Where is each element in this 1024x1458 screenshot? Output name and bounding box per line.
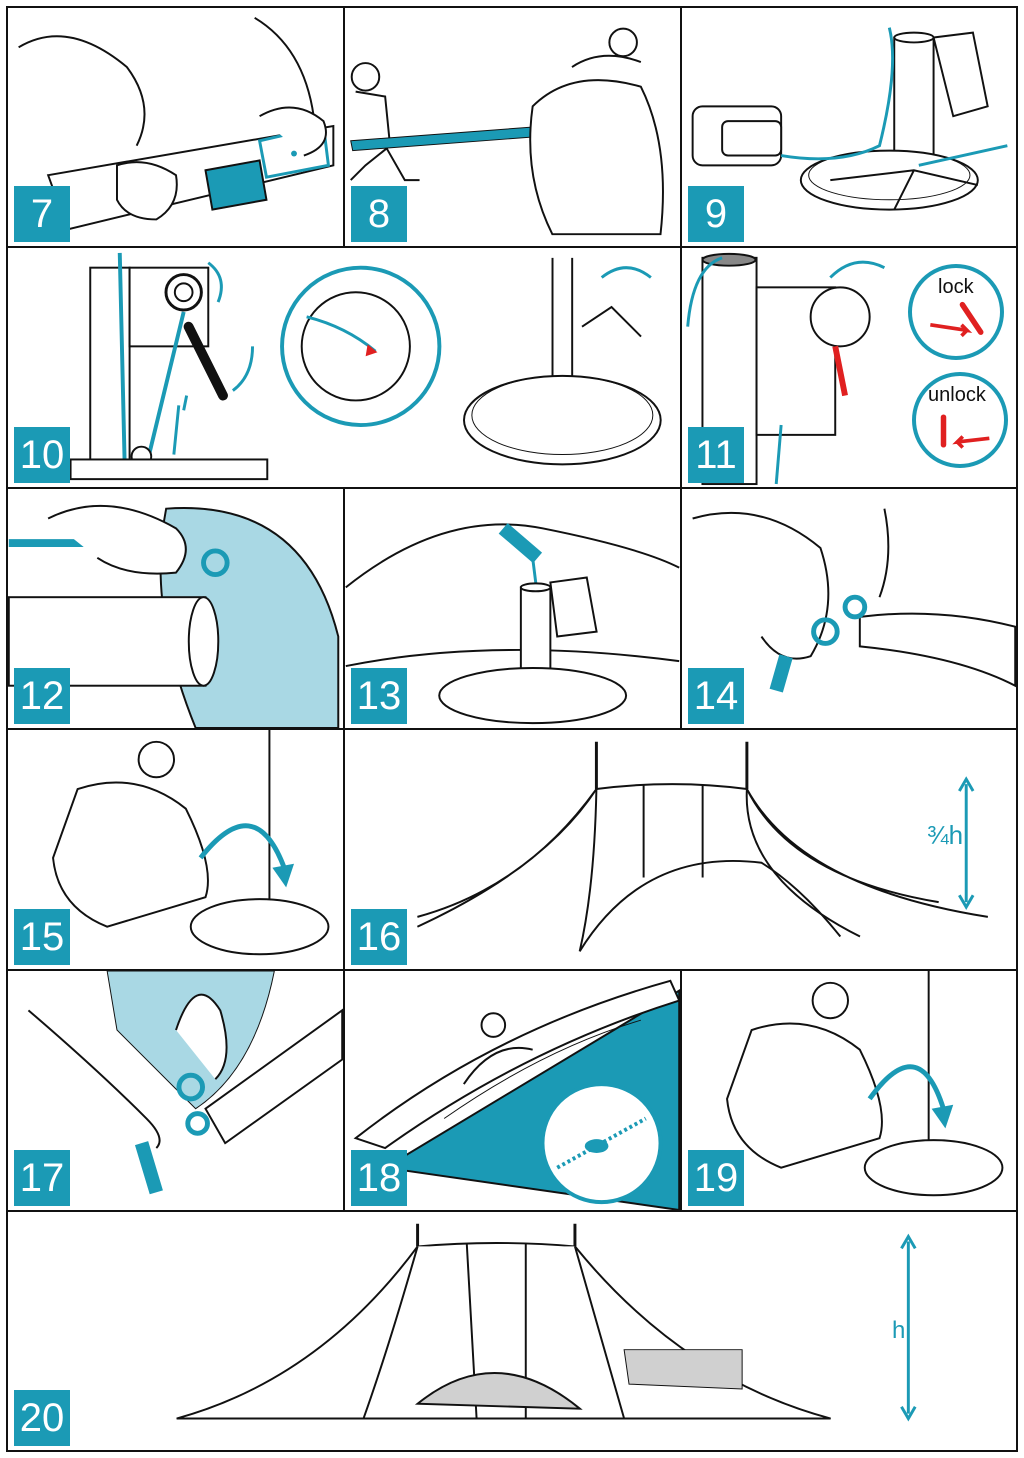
step-panel-11: lock unlock 11 [680, 246, 1018, 489]
step-number: 8 [351, 186, 407, 242]
step-panel-7: 7 [6, 6, 345, 248]
pole-joining-icon [18, 16, 335, 231]
step-panel-8: 8 [343, 6, 682, 248]
step-panel-15: 15 [6, 728, 345, 971]
step-number: 15 [14, 909, 70, 965]
winch-strap-icon [69, 252, 662, 481]
pole-insert-icon [350, 27, 664, 236]
step-panel-19: 19 [680, 969, 1018, 1212]
step-panel-9: 9 [680, 6, 1018, 248]
step-number: 16 [351, 909, 407, 965]
step-number: 20 [14, 1390, 70, 1446]
lock-label: lock [938, 276, 974, 298]
step-panel-14: 14 [680, 487, 1018, 730]
hook-ring-icon [692, 508, 1016, 693]
full-height-label: h [892, 1317, 906, 1344]
lock-detail-bubble: lock [908, 264, 1004, 360]
hook-attach-icon [8, 504, 340, 728]
winch-turn-icon [52, 730, 330, 956]
step-number: 13 [351, 668, 407, 724]
step-number: 11 [688, 427, 744, 483]
three-quarter-height-label: ¾h [927, 820, 964, 850]
winch-lock-icon [686, 252, 886, 486]
lock-icon [930, 301, 984, 338]
step-panel-16: ¾h 16 [343, 728, 1018, 971]
step-panel-18: 18 [343, 969, 682, 1212]
step-number: 10 [14, 427, 70, 483]
base-strap-icon [691, 27, 1008, 211]
unlock-icon [940, 414, 990, 449]
step-panel-12: 12 [6, 487, 345, 730]
step-number: 18 [351, 1150, 407, 1206]
tent-three-quarter-icon [416, 741, 989, 952]
step-panel-13: 13 [343, 487, 682, 730]
unlock-label: unlock [928, 384, 986, 406]
step-number: 12 [14, 668, 70, 724]
pole-base-icon [345, 523, 680, 725]
unlock-detail-bubble: unlock [912, 372, 1008, 468]
step-panel-17: 17 [6, 969, 345, 1212]
step-panel-20: h 20 [6, 1210, 1018, 1452]
winch-turn-icon [726, 971, 1004, 1197]
hook-strap-icon [27, 971, 343, 1195]
tent-full-icon [176, 1223, 917, 1422]
step-number: 9 [688, 186, 744, 242]
step-number: 7 [14, 186, 70, 242]
step-number: 14 [688, 668, 744, 724]
step-panel-10: 10 [6, 246, 682, 489]
step-number: 17 [14, 1150, 70, 1206]
step-number: 19 [688, 1150, 744, 1206]
zipper-icon [353, 979, 680, 1210]
